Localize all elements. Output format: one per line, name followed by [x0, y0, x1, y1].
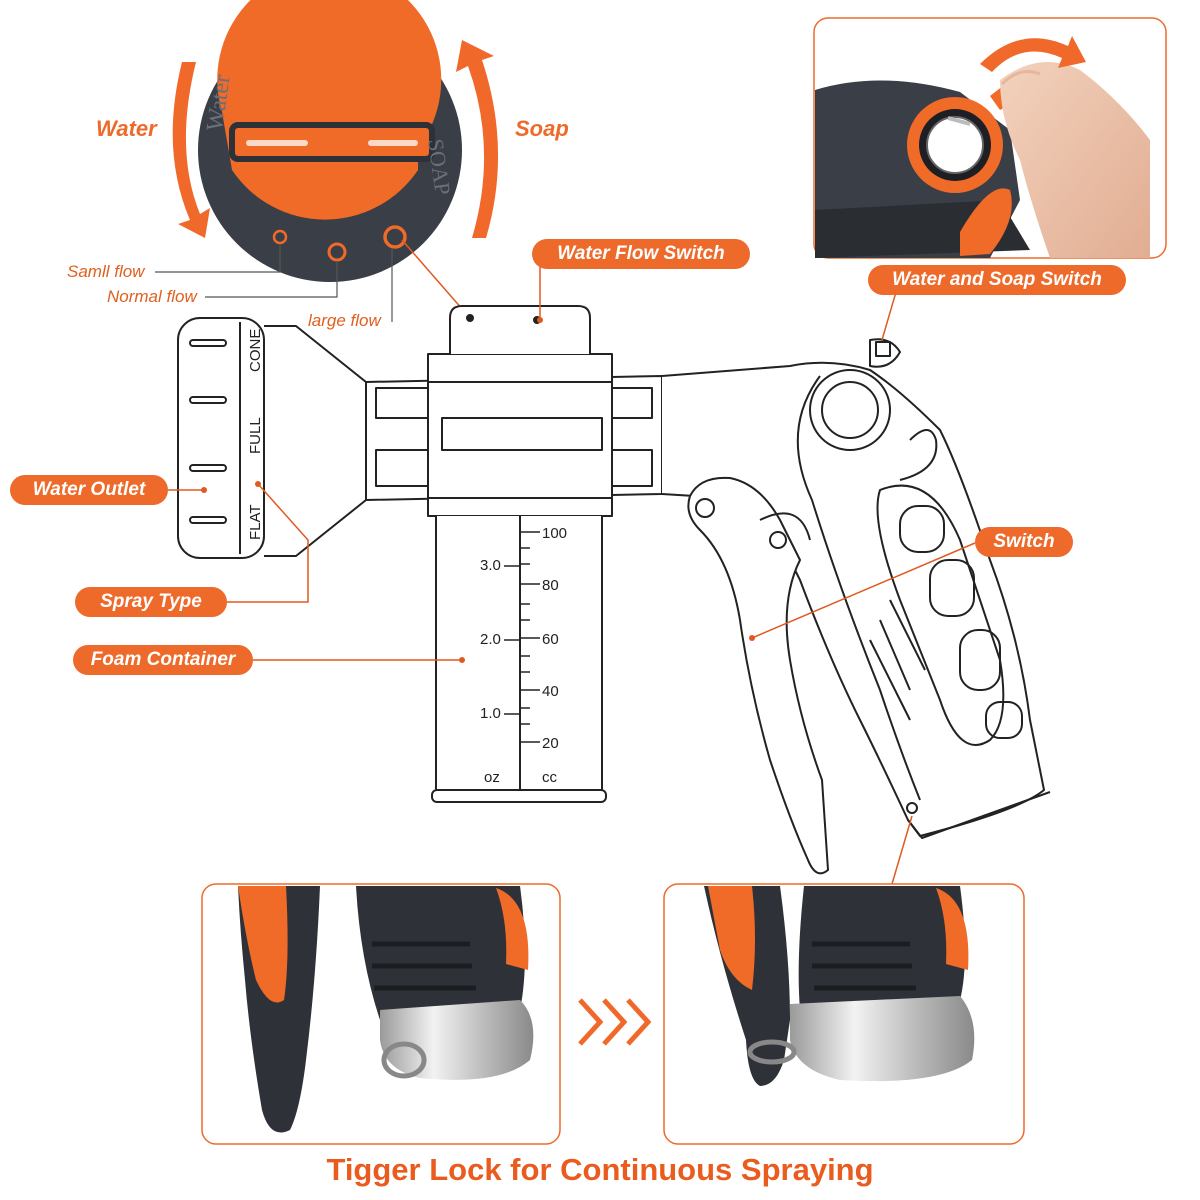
spray-mode-cone: CONE [247, 329, 264, 372]
finger [1000, 62, 1150, 258]
soap-label: Soap [515, 116, 569, 141]
dial-knob [217, 0, 442, 220]
flow-switch-knob [449, 305, 591, 354]
callout-water-flow-switch: Water Flow Switch [532, 239, 750, 269]
cc-tick-80: 80 [542, 577, 559, 594]
flow-dot-large [383, 225, 407, 249]
small-flow-label: Samll flow [67, 262, 145, 281]
cc-tick-40: 40 [542, 683, 559, 700]
handle-body [661, 361, 1045, 837]
oz-unit: oz [484, 769, 500, 786]
callout-leaders [155, 266, 976, 885]
trigger [687, 476, 829, 875]
water-label: Water [96, 116, 157, 141]
trigger-lock-photo-before [201, 883, 561, 1145]
caption: Tigger Lock for Continuous Spraying [326, 1152, 874, 1187]
metal-cap-after [790, 996, 975, 1082]
dial-illustration: Water SOAP [198, 0, 462, 282]
metal-cap-before [380, 1000, 534, 1080]
normal-flow-label: Normal flow [107, 287, 197, 306]
dial-bar [229, 122, 435, 162]
oz-tick-1: 1.0 [480, 705, 501, 722]
cc-unit: cc [542, 769, 558, 786]
water-soap-photo [813, 17, 1167, 259]
container-scale [504, 531, 540, 743]
spray-gun-drawing [177, 305, 1051, 875]
nozzle-head [177, 317, 265, 559]
callout-switch: Switch [975, 527, 1073, 557]
cc-tick-20: 20 [542, 735, 559, 752]
dial-rotation-arrows [172, 40, 499, 238]
large-flow-label: large flow [308, 311, 381, 330]
cc-tick-60: 60 [542, 631, 559, 648]
flow-dot-small [272, 229, 288, 245]
right-curved-arrow [456, 40, 499, 238]
flow-leaders [155, 244, 393, 322]
callout-foam-container: Foam Container [73, 645, 253, 675]
left-curved-arrow [172, 62, 210, 238]
chevrons-arrow [578, 998, 652, 1046]
callout-water-outlet: Water Outlet [10, 475, 168, 505]
oz-tick-2: 2.0 [480, 631, 501, 648]
callout-spray-type: Spray Type [75, 587, 227, 617]
spray-mode-full: FULL [247, 417, 264, 454]
spray-mode-flat: FLAT [247, 504, 264, 540]
cc-tick-100: 100 [542, 525, 567, 542]
callout-water-soap-switch: Water and Soap Switch [868, 265, 1126, 295]
oz-tick-3: 3.0 [480, 557, 501, 574]
rotation-arrow-photo [980, 36, 1086, 72]
flow-dot-normal [327, 242, 347, 262]
trigger-lock-photo-after [663, 883, 1025, 1145]
